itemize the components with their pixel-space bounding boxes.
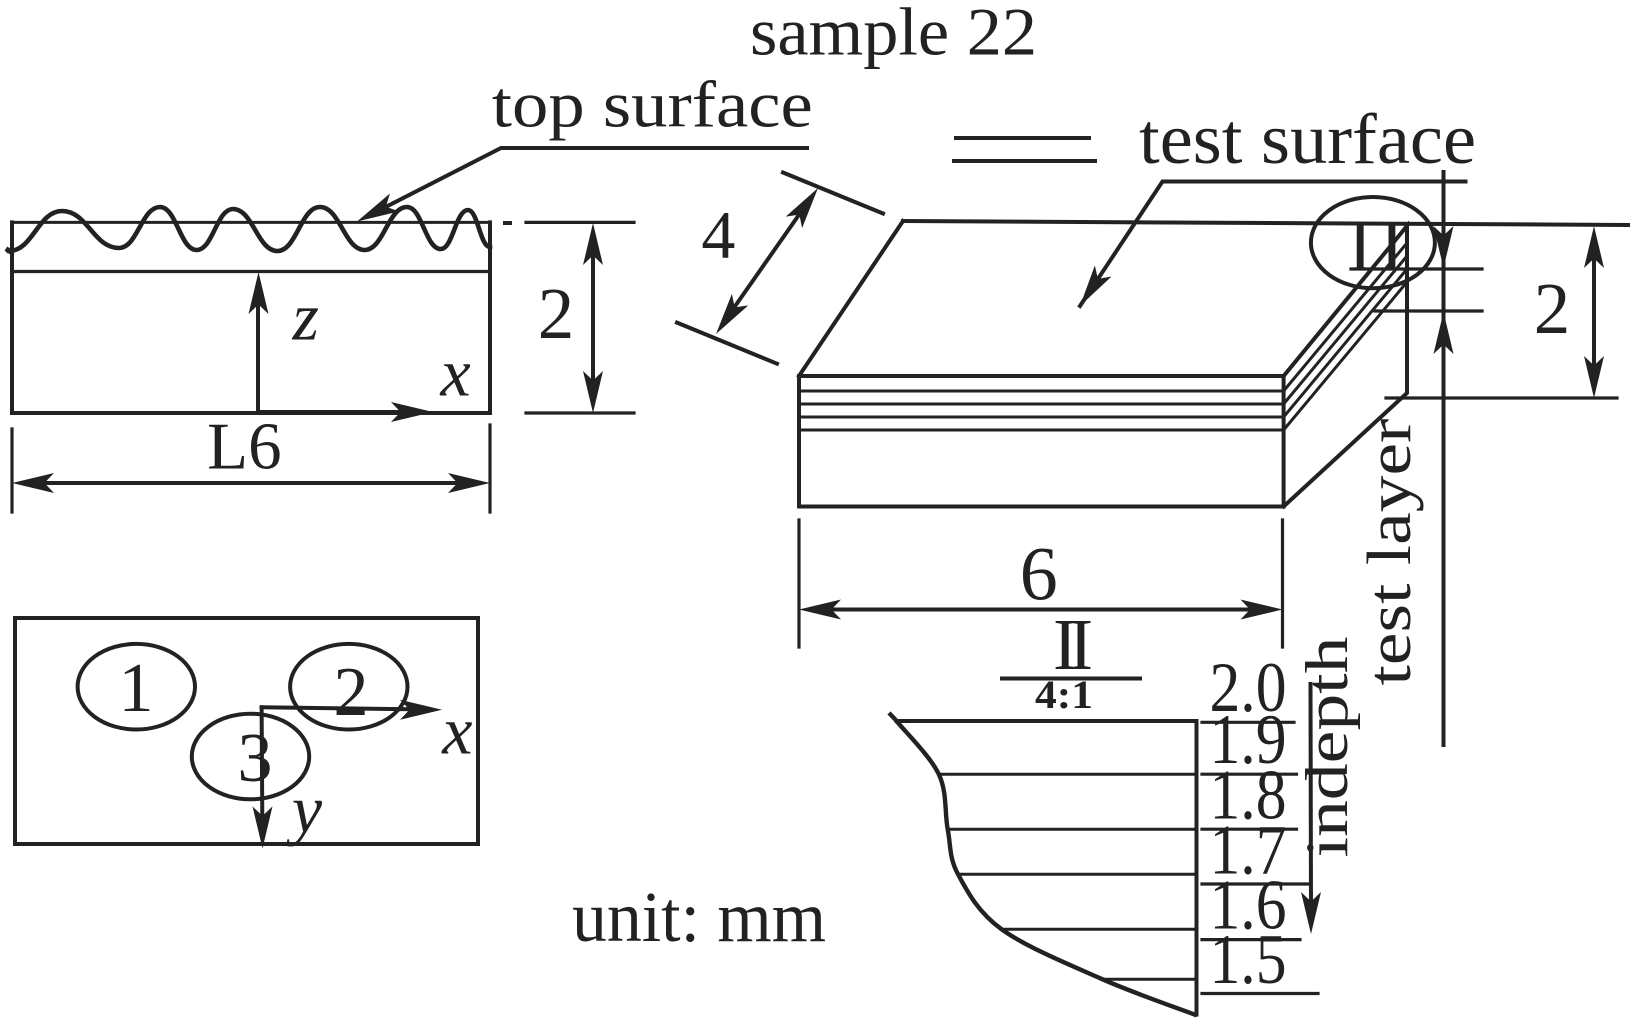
svg-text:2: 2 bbox=[538, 273, 575, 354]
svg-text:1.6: 1.6 bbox=[1210, 867, 1287, 945]
svg-text:2: 2 bbox=[1534, 268, 1571, 349]
svg-text:1: 1 bbox=[119, 650, 154, 727]
svg-text:unit: mm: unit: mm bbox=[572, 877, 826, 957]
svg-text:test layer: test layer bbox=[1356, 418, 1424, 685]
svg-text:4:1: 4:1 bbox=[1035, 672, 1093, 717]
svg-text:L6: L6 bbox=[207, 410, 281, 484]
svg-text:II: II bbox=[1053, 604, 1093, 685]
svg-text:1.9: 1.9 bbox=[1210, 701, 1287, 779]
svg-text:2: 2 bbox=[334, 654, 369, 731]
svg-text:y: y bbox=[286, 771, 323, 847]
svg-text:II: II bbox=[1348, 205, 1404, 286]
svg-text:2.0: 2.0 bbox=[1210, 649, 1287, 727]
svg-text:z: z bbox=[291, 279, 318, 355]
svg-text:6: 6 bbox=[1020, 532, 1058, 616]
svg-text:1.5: 1.5 bbox=[1210, 921, 1287, 999]
svg-text:top surface: top surface bbox=[492, 69, 813, 142]
svg-text:x: x bbox=[441, 692, 472, 768]
svg-text:1.8: 1.8 bbox=[1210, 757, 1287, 835]
svg-text:1.7: 1.7 bbox=[1210, 812, 1287, 890]
svg-text:3: 3 bbox=[238, 720, 273, 797]
svg-text:x: x bbox=[440, 335, 471, 411]
svg-text:sample 22: sample 22 bbox=[750, 0, 1037, 70]
svg-text:4: 4 bbox=[701, 197, 735, 273]
svg-text:indepth: indepth bbox=[1294, 637, 1360, 858]
svg-text:test surface: test surface bbox=[1139, 99, 1476, 179]
